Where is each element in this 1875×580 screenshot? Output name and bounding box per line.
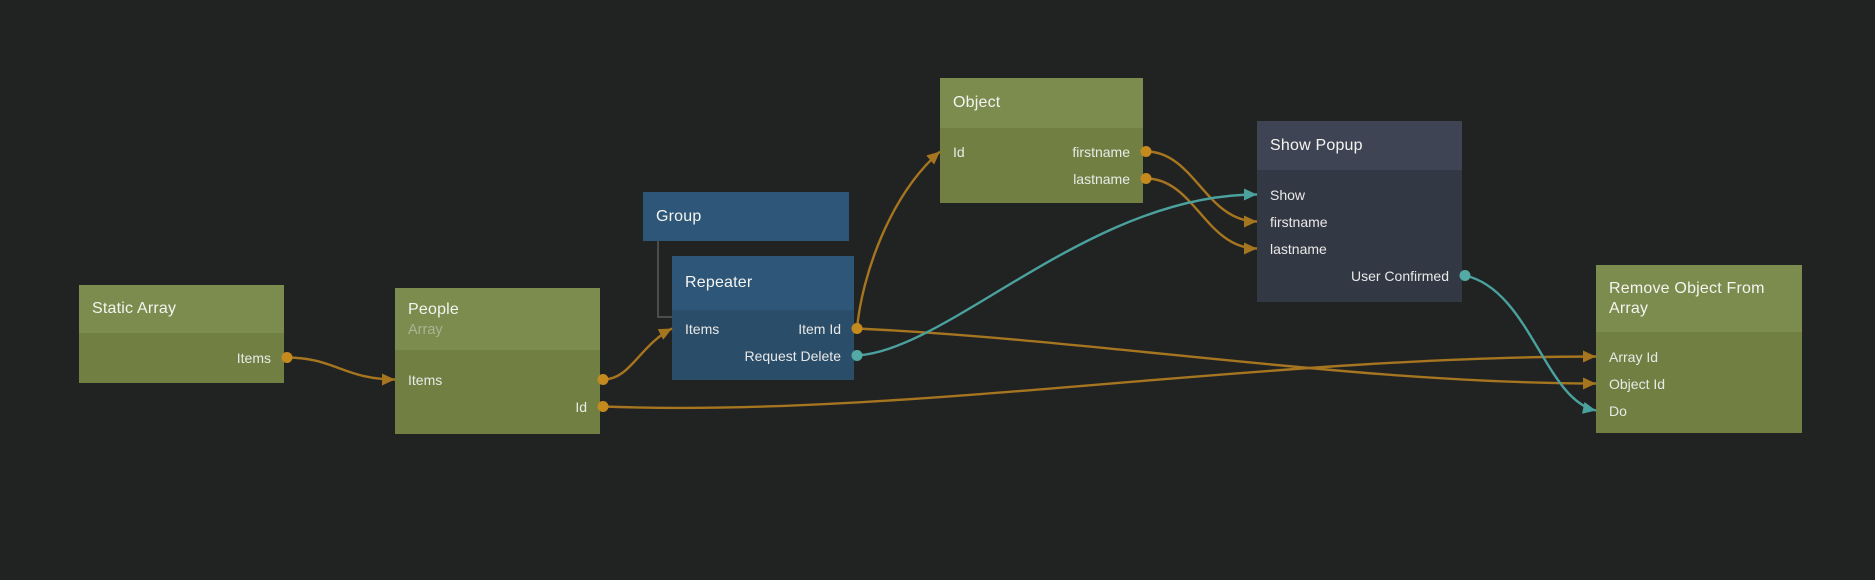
port-id-output[interactable]: Id bbox=[575, 398, 587, 415]
port-object-id-input[interactable]: Object Id bbox=[1609, 375, 1666, 392]
port-row: Show bbox=[1257, 181, 1462, 208]
port-row: User Confirmed bbox=[1257, 262, 1462, 289]
node-subtitle: Array bbox=[408, 322, 443, 338]
node-title: People bbox=[408, 301, 460, 318]
node-header[interactable]: Show Popup bbox=[1257, 121, 1462, 170]
node-header[interactable]: Object bbox=[940, 78, 1143, 128]
wire-static-array-to-people[interactable] bbox=[286, 356, 396, 381]
port-lastname-output[interactable]: lastname bbox=[1073, 170, 1130, 187]
port-row: Object Id bbox=[1596, 370, 1802, 397]
node-title: Show Popup bbox=[1270, 136, 1363, 154]
input-arrow-icon[interactable] bbox=[1582, 350, 1596, 363]
port-row: Items bbox=[79, 344, 284, 371]
port-row: Request Delete bbox=[672, 342, 854, 369]
node-title: Object bbox=[953, 94, 1001, 111]
port-user-confirmed-output[interactable]: User Confirmed bbox=[1350, 267, 1449, 284]
input-arrow-icon[interactable] bbox=[1244, 242, 1257, 255]
node-title: Static Array bbox=[92, 300, 177, 317]
group-child-link bbox=[657, 241, 672, 318]
node-header[interactable]: Remove Object From Array bbox=[1596, 265, 1802, 332]
port-row: Items Item Id bbox=[672, 315, 854, 342]
input-arrow-icon[interactable] bbox=[382, 373, 395, 386]
input-arrow-icon[interactable] bbox=[1582, 377, 1596, 390]
node-body: Items Item Id Request Delete bbox=[672, 310, 854, 380]
port-row: Id bbox=[395, 393, 600, 420]
port-do-input[interactable]: Do bbox=[1609, 402, 1627, 419]
port-row: lastname bbox=[1257, 235, 1462, 262]
wire-object-to-show-popup[interactable] bbox=[1145, 150, 1258, 223]
port-items-input[interactable]: Items bbox=[408, 371, 443, 388]
port-row: Items bbox=[395, 366, 600, 393]
wire-repeater-to-object[interactable] bbox=[855, 150, 941, 329]
input-arrow-icon[interactable] bbox=[1582, 402, 1597, 416]
port-request-delete-output[interactable]: Request Delete bbox=[744, 347, 841, 364]
node-title: Remove Object From Array bbox=[1609, 279, 1765, 317]
node-title: Group bbox=[656, 207, 702, 225]
port-item-id-output[interactable]: Item Id bbox=[798, 320, 841, 337]
port-firstname-output[interactable]: firstname bbox=[1072, 143, 1130, 160]
port-array-id-input[interactable]: Array Id bbox=[1609, 348, 1659, 365]
wire-show-popup-to-remove-object[interactable] bbox=[1464, 274, 1597, 412]
node-body: Items bbox=[79, 333, 284, 383]
node-header[interactable]: Repeater bbox=[672, 256, 854, 310]
port-show-input[interactable]: Show bbox=[1270, 186, 1306, 203]
wire-repeater-to-remove-object[interactable] bbox=[856, 327, 1597, 385]
port-row: Id firstname bbox=[940, 138, 1143, 165]
wire-repeater-to-show-popup[interactable] bbox=[856, 193, 1258, 357]
port-row: Array Id bbox=[1596, 343, 1802, 370]
port-items-input[interactable]: Items bbox=[685, 320, 720, 337]
port-row: lastname bbox=[940, 165, 1143, 192]
node-group[interactable]: Group bbox=[643, 192, 849, 241]
input-arrow-icon[interactable] bbox=[1244, 215, 1257, 228]
wire-people-to-repeater[interactable] bbox=[602, 327, 673, 381]
wire-object-to-show-popup[interactable] bbox=[1145, 177, 1258, 250]
node-header[interactable]: Group bbox=[643, 192, 849, 241]
port-firstname-input[interactable]: firstname bbox=[1270, 213, 1328, 230]
port-row: Do bbox=[1596, 397, 1802, 424]
port-lastname-input[interactable]: lastname bbox=[1270, 240, 1327, 257]
node-body: Id firstname lastname bbox=[940, 128, 1143, 203]
node-title: Repeater bbox=[685, 274, 753, 291]
port-row: firstname bbox=[1257, 208, 1462, 235]
port-id-input[interactable]: Id bbox=[953, 143, 965, 160]
input-arrow-icon[interactable] bbox=[1243, 188, 1257, 201]
node-header[interactable]: Static Array bbox=[79, 285, 284, 333]
node-body: Array Id Object Id Do bbox=[1596, 332, 1802, 433]
port-items-output[interactable]: Items bbox=[236, 349, 271, 366]
